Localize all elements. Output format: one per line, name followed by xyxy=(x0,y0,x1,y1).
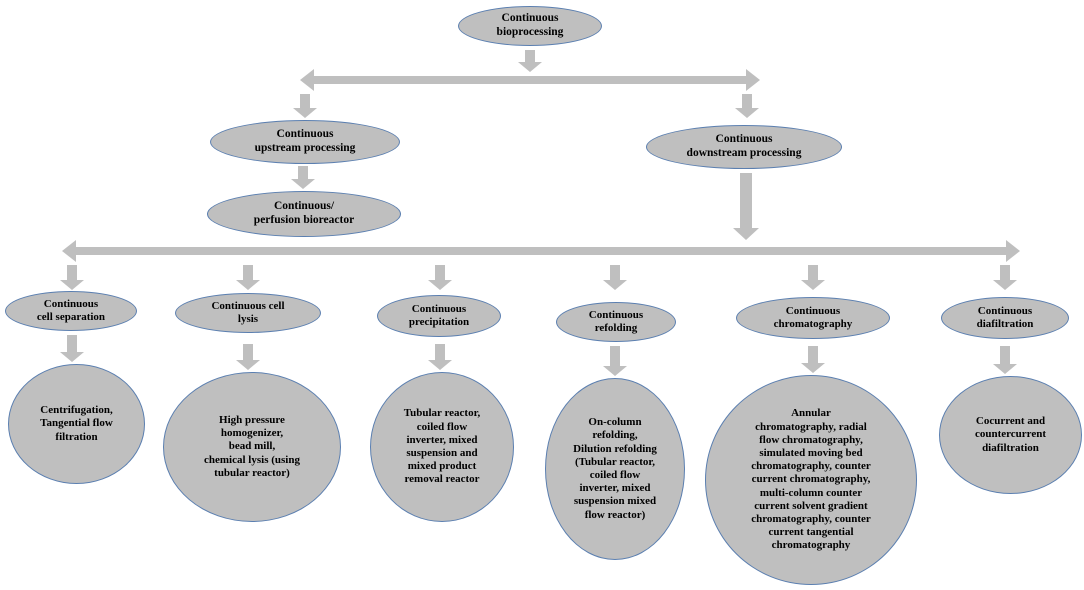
arrow-downstream-main xyxy=(733,173,759,240)
arrow-to-detail-separation xyxy=(60,335,84,362)
arrow-to-detail-lysis xyxy=(236,344,260,370)
arrow-root-down xyxy=(518,50,542,72)
detail-precipitation: Tubular reactor, coiled flow inverter, m… xyxy=(370,372,514,522)
node-chromatography: Continuous chromatography xyxy=(736,297,890,339)
arrow-to-precipitation xyxy=(428,265,452,290)
arrow-to-lysis xyxy=(236,265,260,290)
detail-refolding: On-column refolding, Dilution refolding … xyxy=(545,378,685,560)
arrow-lower-split xyxy=(62,240,1020,262)
arrow-to-detail-refolding xyxy=(603,346,627,376)
node-downstream-processing: Continuous downstream processing xyxy=(646,125,842,169)
arrow-upper-split xyxy=(300,69,760,91)
node-perfusion-bioreactor: Continuous/ perfusion bioreactor xyxy=(207,191,401,237)
arrow-to-detail-diafiltration xyxy=(993,346,1017,374)
detail-cell-separation: Centrifugation, Tangential flow filtrati… xyxy=(8,364,145,484)
arrow-to-separation xyxy=(60,265,84,290)
node-upstream-processing: Continuous upstream processing xyxy=(210,120,400,164)
node-cell-separation: Continuous cell separation xyxy=(5,291,137,331)
arrow-to-detail-chromatography xyxy=(801,346,825,373)
arrow-to-refolding xyxy=(603,265,627,290)
detail-cell-lysis: High pressure homogenizer, bead mill, ch… xyxy=(163,372,341,522)
arrow-to-diafiltration xyxy=(993,265,1017,290)
node-refolding: Continuous refolding xyxy=(556,302,676,342)
detail-chromatography: Annular chromatography, radial flow chro… xyxy=(705,375,917,585)
arrow-to-upstream xyxy=(293,94,317,118)
arrow-to-downstream xyxy=(735,94,759,118)
detail-diafiltration: Cocurrent and countercurrent diafiltrati… xyxy=(939,376,1082,494)
node-diafiltration: Continuous diafiltration xyxy=(941,297,1069,339)
node-precipitation: Continuous precipitation xyxy=(377,295,501,337)
node-cell-lysis: Continuous cell lysis xyxy=(175,293,321,333)
arrow-upstream-to-perfusion xyxy=(291,166,315,189)
node-continuous-bioprocessing: Continuous bioprocessing xyxy=(458,6,602,46)
arrow-to-detail-precipitation xyxy=(428,344,452,370)
arrow-to-chromatography xyxy=(801,265,825,290)
